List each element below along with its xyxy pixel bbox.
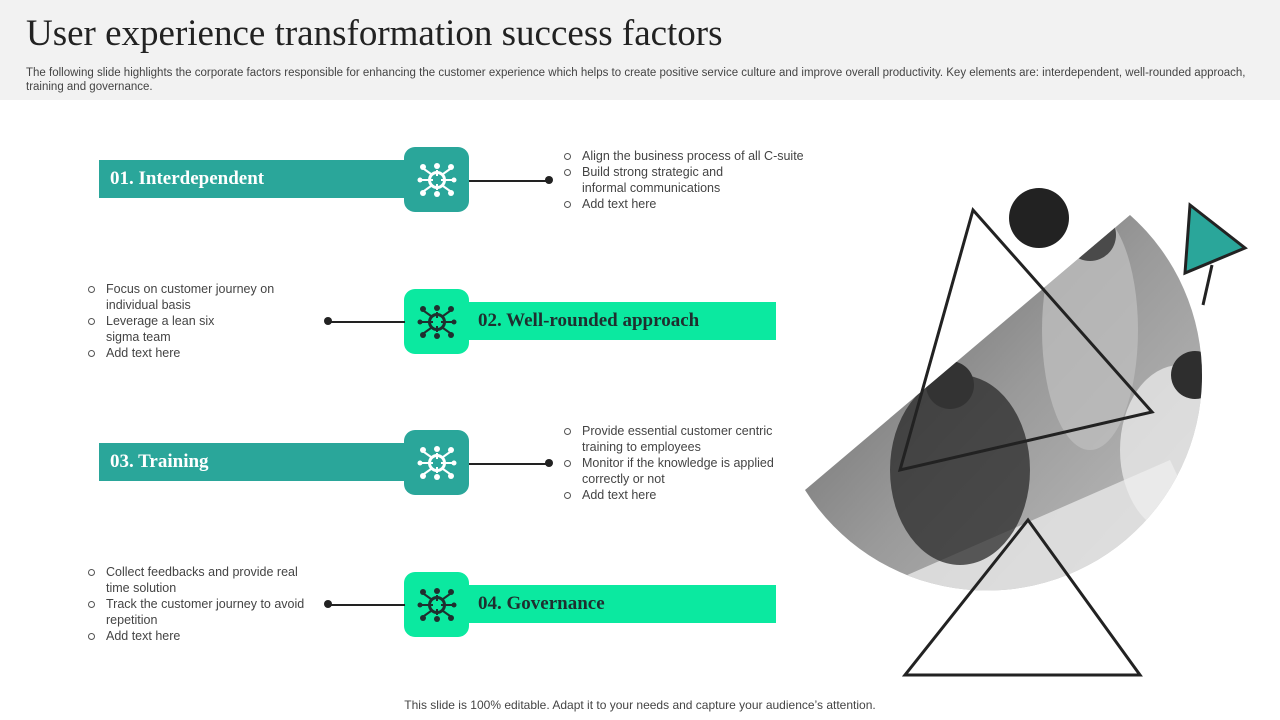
factor-3-bullets: Provide essential customer centric train… <box>564 423 794 503</box>
factor-2-bar: 02. Well-rounded approach <box>440 302 776 340</box>
factor-1-connector-dot <box>545 176 553 184</box>
factor-3-icon-box <box>404 430 469 495</box>
factor-4-connector-dot <box>324 600 332 608</box>
list-item: Build strong strategic and informal comm… <box>564 164 732 196</box>
factor-1-bullets: Align the business process of all C-suit… <box>564 148 824 212</box>
factor-2-connector-dot <box>324 317 332 325</box>
page-title: User experience transformation success f… <box>26 13 723 54</box>
network-people-icon <box>416 161 457 198</box>
factor-2-icon-box <box>404 289 469 354</box>
list-item: Add text here <box>88 345 293 361</box>
teal-triangle <box>1183 202 1248 276</box>
dark-circle <box>1009 188 1069 248</box>
outline-triangle-top <box>897 206 1155 473</box>
factor-1-bar: 01. Interdependent <box>99 160 429 198</box>
factor-3-bar: 03. Training <box>99 443 429 481</box>
list-item: Focus on customer journey on individual … <box>88 281 293 313</box>
gear-network-icon <box>416 586 457 623</box>
list-item: Track the customer journey to avoid repe… <box>88 596 313 628</box>
footer-note: This slide is 100% editable. Adapt it to… <box>404 698 876 712</box>
list-item: Monitor if the knowledge is applied corr… <box>564 455 794 487</box>
factor-1-connector <box>469 180 549 182</box>
factor-2-connector <box>328 321 405 323</box>
factor-4-icon-box <box>404 572 469 637</box>
list-item: Leverage a lean six sigma team <box>88 313 216 345</box>
outline-triangle-bottom <box>901 517 1143 677</box>
triangle-stem <box>1201 264 1214 306</box>
list-item: Collect feedbacks and provide real time … <box>88 564 313 596</box>
factor-4-bar: 04. Governance <box>440 585 776 623</box>
factor-4-bullets: Collect feedbacks and provide real time … <box>88 564 313 644</box>
factor-2-bullets: Focus on customer journey on individual … <box>88 281 293 361</box>
list-item: Add text here <box>564 487 794 503</box>
network-people-icon <box>416 444 457 481</box>
header: User experience transformation success f… <box>0 0 1280 100</box>
list-item: Provide essential customer centric train… <box>564 423 794 455</box>
list-item: Add text here <box>564 196 824 212</box>
list-item: Align the business process of all C-suit… <box>564 148 824 164</box>
gear-network-icon <box>416 303 457 340</box>
factor-4-connector <box>328 604 405 606</box>
factor-1-icon-box <box>404 147 469 212</box>
page-subtitle: The following slide highlights the corpo… <box>26 67 1246 93</box>
list-item: Add text here <box>88 628 313 644</box>
factor-3-connector-dot <box>545 459 553 467</box>
factor-3-connector <box>469 463 549 465</box>
team-photo-graphic <box>805 188 1248 677</box>
